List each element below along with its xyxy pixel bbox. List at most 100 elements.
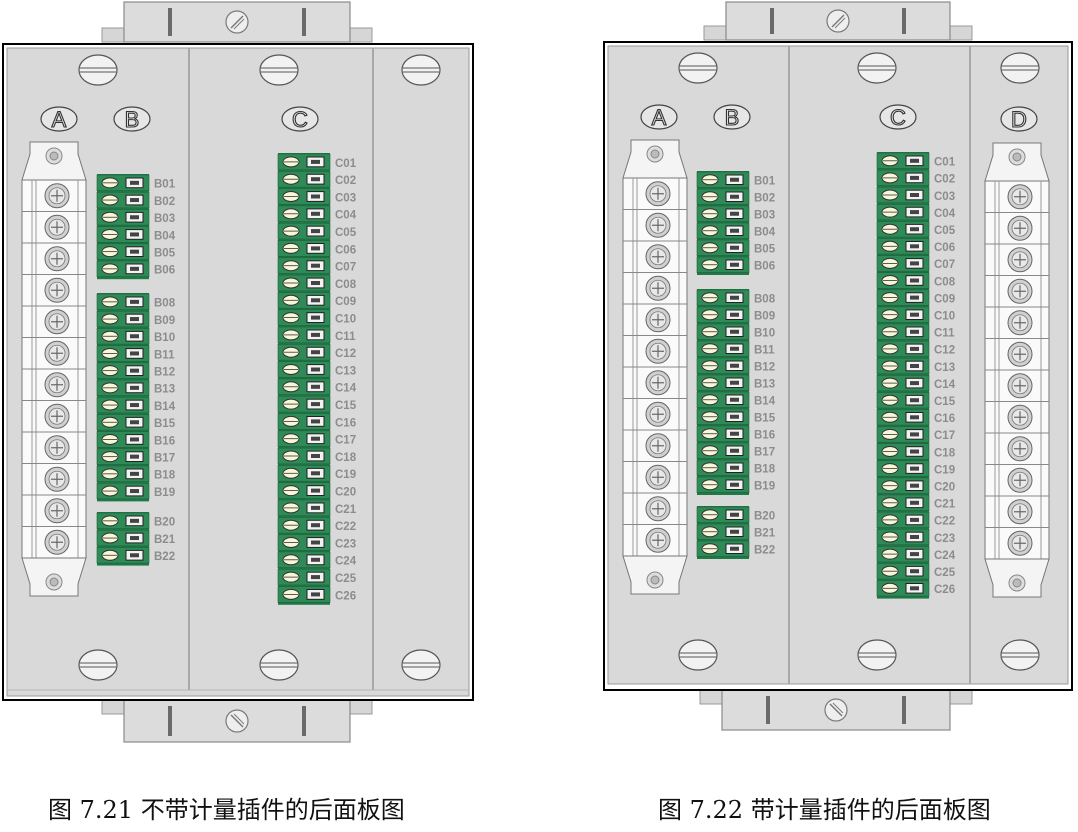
terminal-label: B05 [754,244,776,256]
terminal-c20: C20 [876,477,955,494]
terminal-b11: B11 [96,345,175,362]
terminal-label: C07 [335,262,356,274]
terminal-b04: B04 [96,226,176,243]
terminal-b09: B09 [696,306,775,323]
terminal-label: C09 [934,293,955,305]
slot-letter: B [725,105,740,130]
terminal-block-d [984,142,1050,598]
bracket-slot [766,696,770,724]
terminal-b16: B16 [96,431,175,448]
bracket-slot [902,696,906,724]
slot-label-c: C [281,106,319,133]
terminal-block-a [622,139,688,595]
terminal-b21: B21 [96,529,176,547]
terminal-label: C02 [335,175,356,187]
terminal-label: B06 [754,261,775,273]
terminal-label: B21 [154,534,176,546]
terminal-label: C25 [934,567,956,579]
terminal-c26: C26 [876,580,955,597]
figure-caption-left: 图 7.21 不带计量插件的后面板图 [48,796,405,824]
slot-letter: C [292,107,308,132]
terminal-b17: B17 [96,448,175,465]
terminal-b08: B08 [696,289,776,306]
terminal-c02: C02 [277,171,356,188]
terminal-label: B19 [154,487,175,499]
terminal-c04: C04 [876,204,956,221]
terminal-b16: B16 [696,425,775,442]
terminal-label: B14 [154,401,176,413]
slot-label-a: A [640,104,678,131]
terminal-b05: B05 [96,243,176,260]
terminal-label: B14 [754,396,776,408]
terminal-c22: C22 [277,516,356,534]
terminal-b19: B19 [96,482,175,500]
terminal-c18: C18 [277,447,357,465]
panel-screw-icon [678,639,718,671]
bracket-slot [168,706,172,736]
terminal-label: B12 [754,362,775,374]
terminal-b06: B06 [696,256,775,273]
terminal-label: C05 [934,225,956,237]
terminal-c26: C26 [277,586,356,603]
terminal-c23: C23 [277,534,356,551]
terminal-label: C04 [335,210,357,222]
terminal-b02: B02 [96,191,175,209]
terminal-label: B15 [754,413,776,425]
terminal-c04: C04 [277,205,357,222]
terminal-label: B22 [754,545,775,557]
terminal-c05: C05 [876,221,956,238]
terminal-label: C12 [934,345,955,357]
terminal-label: B12 [154,367,175,379]
bracket-slot [902,8,906,34]
terminal-label: C01 [335,158,357,170]
terminal-label: C17 [335,435,356,447]
terminal-c05: C05 [277,222,357,240]
terminal-b10: B10 [96,328,175,345]
terminal-c13: C13 [277,361,356,378]
terminal-label: B21 [754,528,776,540]
terminal-c02: C02 [876,169,955,187]
terminal-label: C26 [335,590,356,602]
terminal-label: C23 [934,533,955,545]
terminal-b20: B20 [696,506,775,523]
bracket-slot [770,8,774,34]
bottom-bracket [699,689,973,731]
bracket-slot [168,8,172,36]
bracket-slot [302,8,306,36]
terminal-b02: B02 [696,188,775,205]
terminal-c21: C21 [277,499,357,517]
terminal-c01: C01 [277,153,357,171]
terminal-c06: C06 [277,240,356,257]
terminal-label: B08 [154,298,176,310]
terminal-b14: B14 [696,391,776,408]
terminal-b12: B12 [96,362,175,379]
panel-screw-icon [857,52,897,84]
terminal-c16: C16 [876,409,955,426]
terminal-b21: B21 [696,523,776,540]
panel-screw-icon [259,649,299,681]
terminal-b03: B03 [96,209,175,226]
terminal-c25: C25 [876,563,956,580]
terminal-b13: B13 [696,374,775,391]
terminal-label: C09 [335,296,356,308]
terminal-label: C11 [934,328,955,340]
terminal-label: B13 [154,384,175,396]
terminal-label: C01 [934,157,956,169]
terminal-label: C08 [934,276,956,288]
terminal-label: C17 [934,430,955,442]
slot-letter: B [125,107,140,132]
panel-screw-icon [78,54,118,86]
terminal-b15: B15 [96,414,176,431]
terminal-b09: B09 [96,310,175,328]
terminal-label: C19 [335,469,356,481]
terminal-label: C13 [934,362,955,374]
terminal-b08: B08 [96,293,176,310]
terminal-c01: C01 [876,152,956,169]
bottom-bracket [101,699,373,743]
slot-label-b: B [713,104,751,131]
terminal-b03: B03 [696,205,775,222]
terminal-label: C10 [934,311,955,323]
terminal-label: B15 [154,418,176,430]
